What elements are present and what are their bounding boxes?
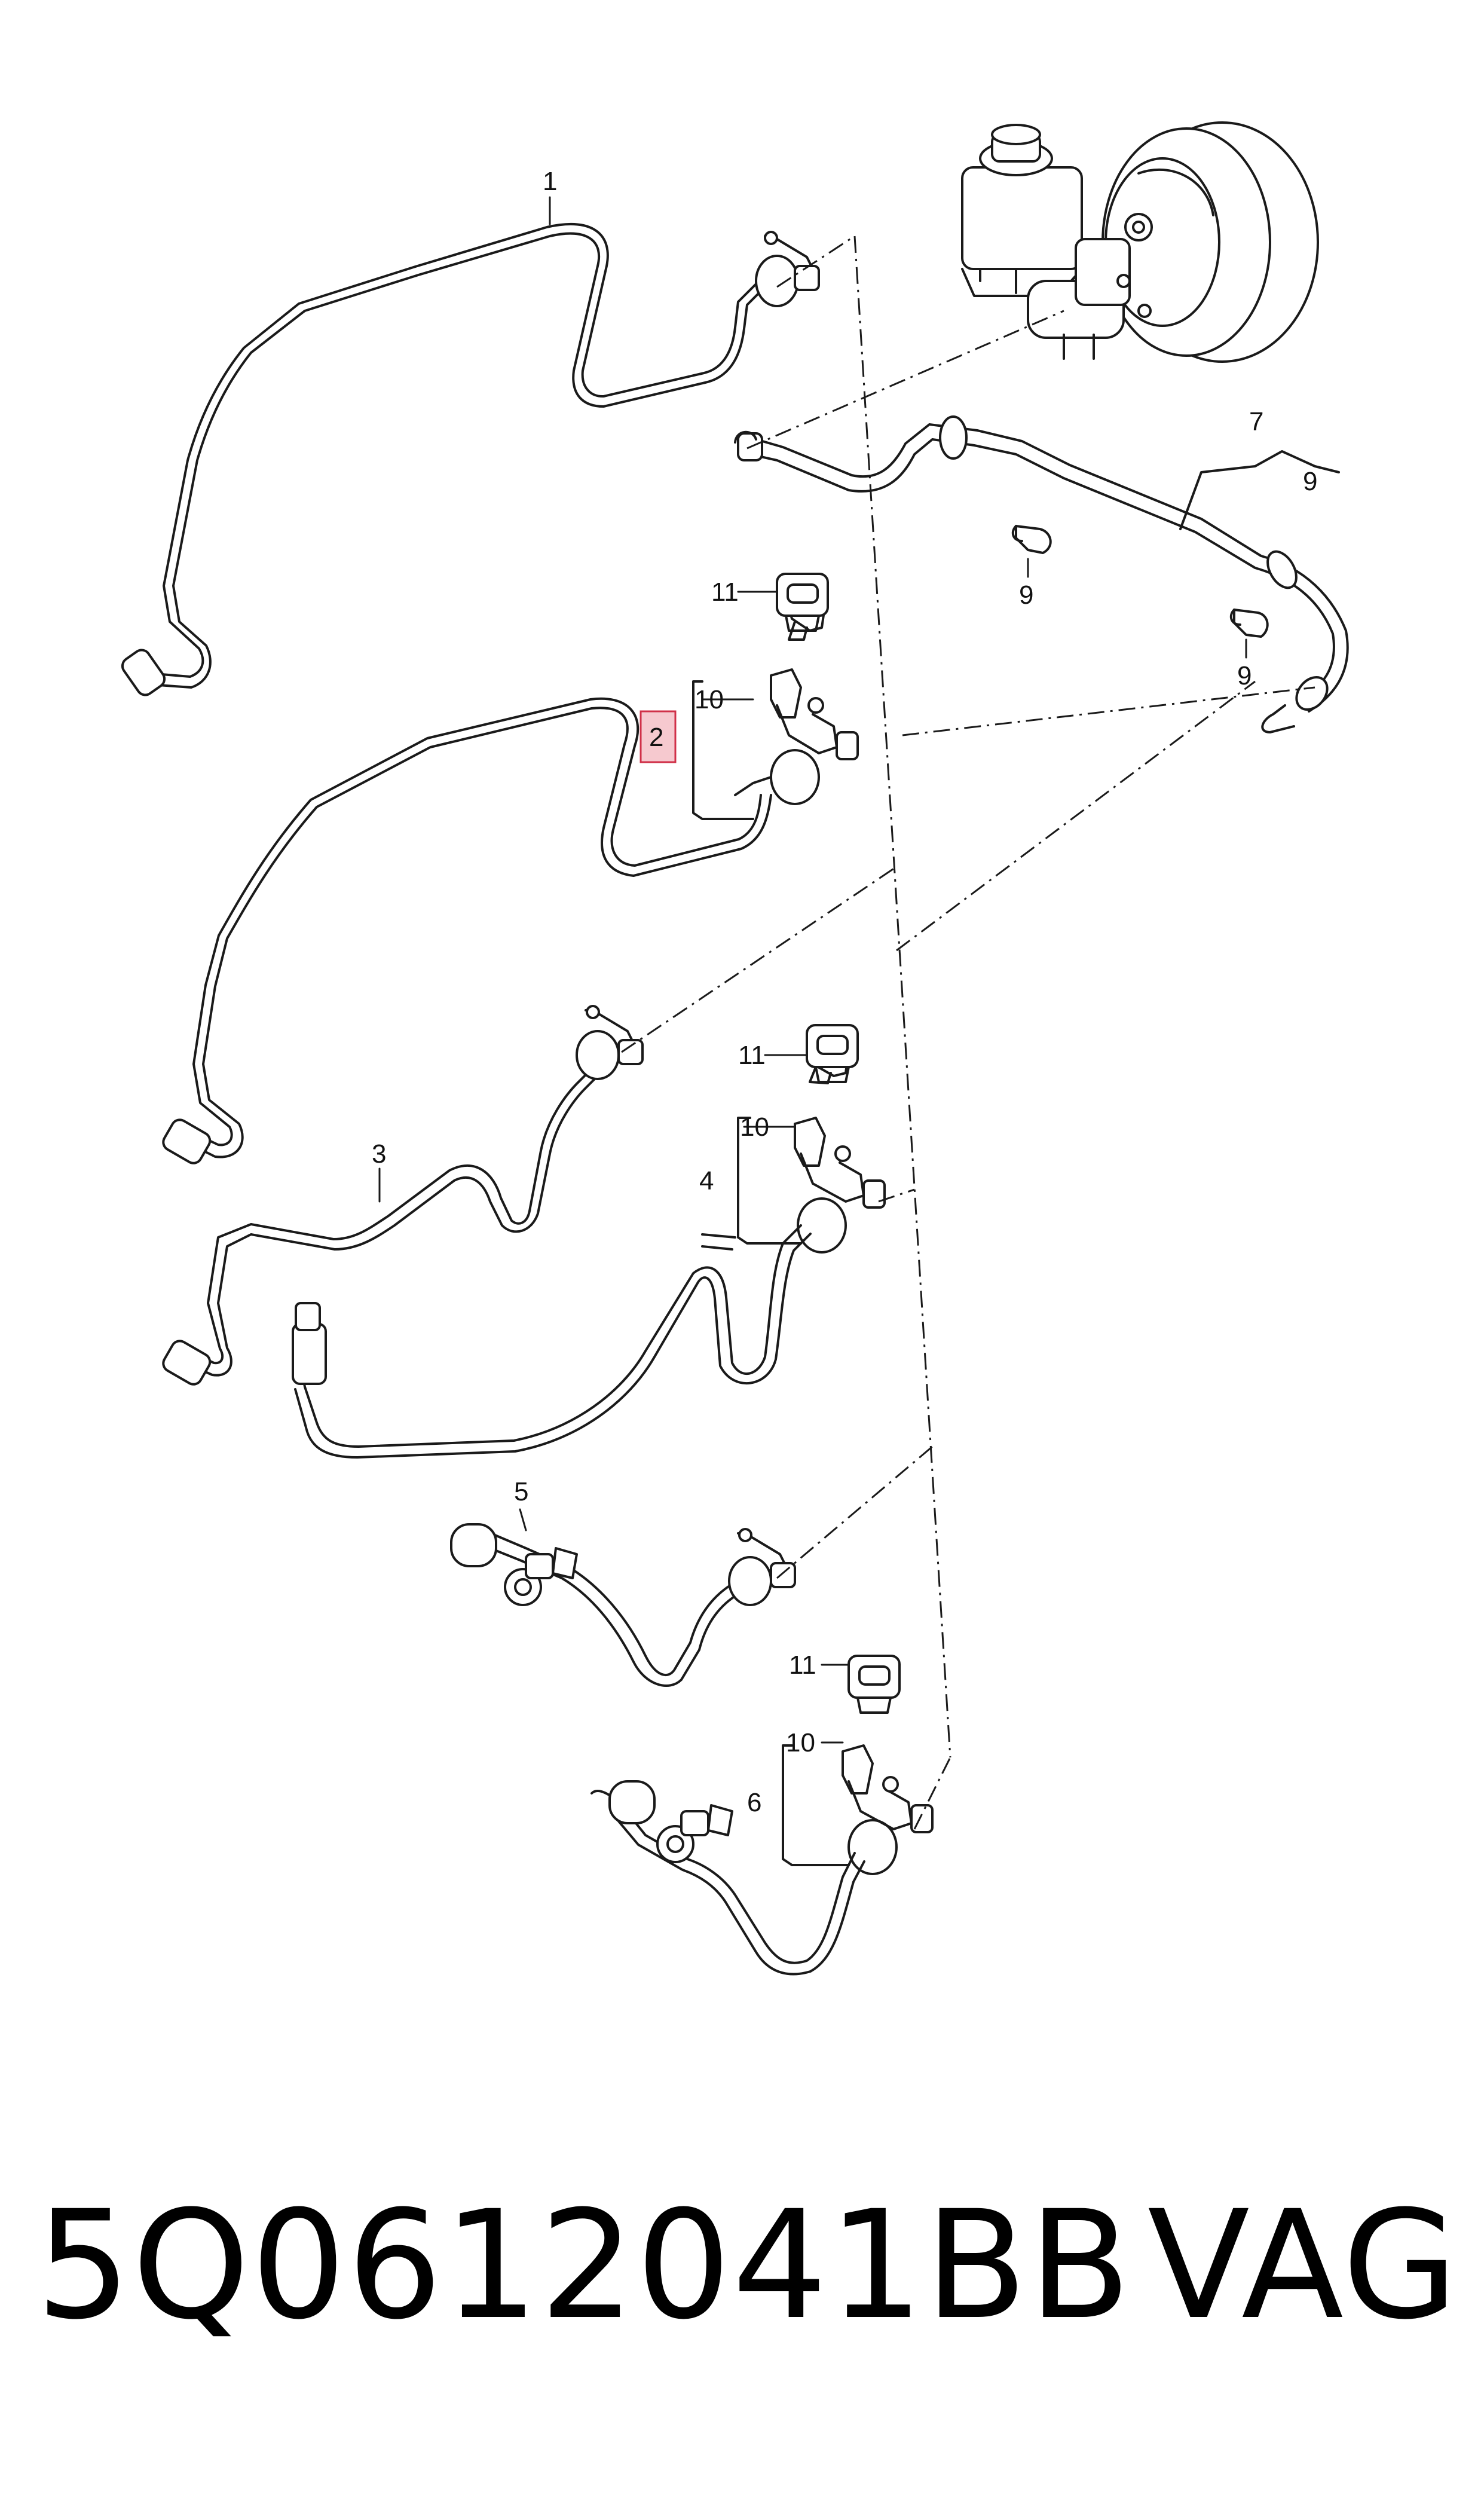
bracket-6 [782,1744,850,1866]
brake-booster-assembly [961,121,1319,363]
footer: 5Q0612041BB VAG [36,2188,1458,2343]
leader-lines [378,196,1247,1744]
callout-6: 6 [747,1788,761,1817]
callout-11-c: 11 [789,1650,816,1680]
vacuum-pipe-1 [121,223,820,696]
vacuum-pipe-3 [162,1005,644,1386]
connector-11-c [847,1655,901,1714]
callout-1: 1 [543,167,557,196]
connector-11-b [806,1024,859,1083]
vacuum-pipe-2 [162,697,772,1164]
callout-2: 2 [649,723,663,752]
callout-3: 3 [372,1139,386,1169]
connector-11-a [776,573,829,632]
callout-5: 5 [514,1477,528,1506]
callout-11-b: 11 [738,1041,766,1070]
valve-assembly-4 [292,1033,886,1459]
valve-assembly-6 [590,1744,934,1976]
callout-10-c: 10 [786,1728,815,1757]
vacuum-hose-7 [734,415,1349,733]
clip-9-b [1229,609,1269,638]
callout-7: 7 [1249,407,1263,436]
callout-11-a: 11 [711,577,739,607]
part-number: 5Q0612041BB [36,2178,1133,2352]
brand-name: VAG [1148,2178,1459,2352]
highlight-box [640,710,677,763]
clip-9-a [1011,525,1052,554]
callout-9-b: 9 [1019,580,1033,610]
bracket-7 [1179,450,1340,530]
bracket-2 [692,680,754,820]
bracket-4 [737,1117,802,1245]
assembly-lines [621,235,1315,1830]
vacuum-hose-5 [450,1523,796,1687]
callout-4: 4 [699,1166,714,1196]
callout-labels: 1 2 3 4 5 6 7 9 9 9 10 10 10 11 11 11 [372,167,1317,1817]
callout-10-a: 10 [694,685,724,714]
callout-9-c: 9 [1237,661,1252,690]
callout-9-a: 9 [1303,467,1317,496]
callout-10-b: 10 [740,1112,769,1142]
valve-assembly-2 [734,591,859,805]
